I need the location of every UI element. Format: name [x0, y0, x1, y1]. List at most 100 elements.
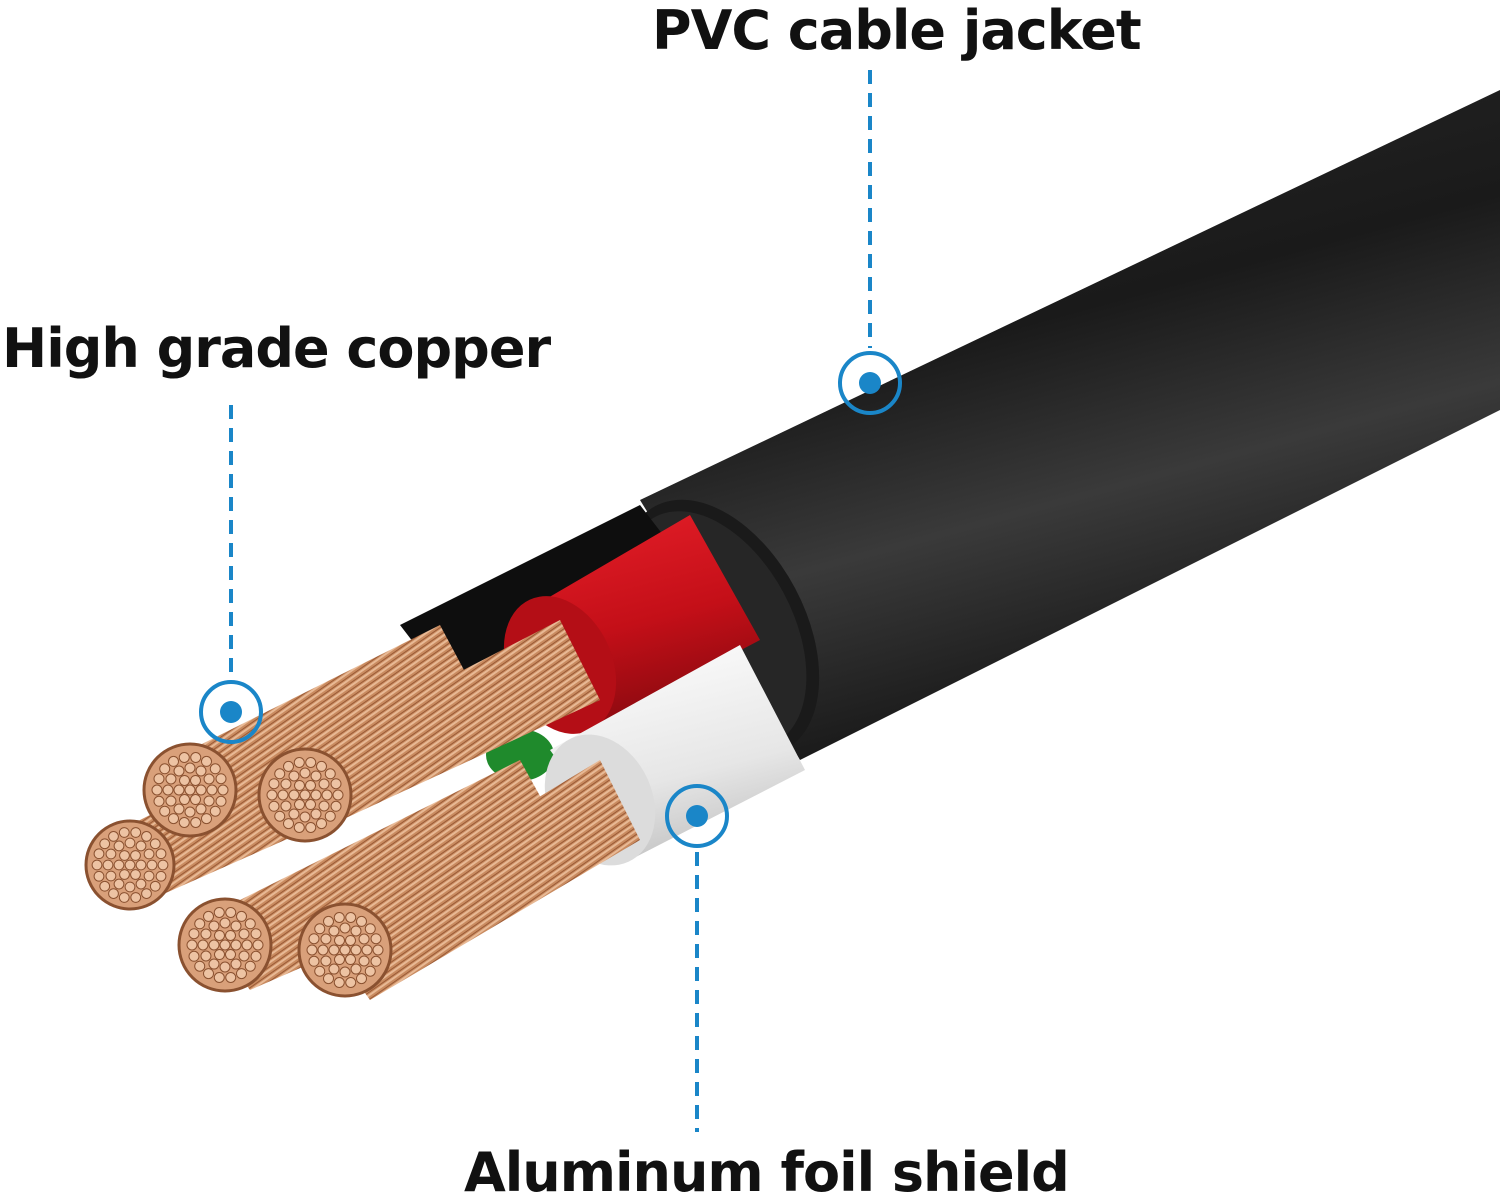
copper-strand	[168, 755, 179, 767]
copper-strand	[320, 933, 332, 945]
copper-strand	[250, 928, 262, 940]
copper-strand	[308, 933, 320, 945]
copper-strand	[190, 794, 201, 806]
copper-strand	[219, 939, 231, 951]
copper-strand	[252, 939, 264, 951]
copper-strand	[118, 892, 130, 903]
copper-strand	[339, 922, 351, 934]
copper-strand	[358, 955, 370, 967]
copper-strand	[179, 794, 190, 806]
copper-strand	[209, 805, 221, 817]
label-high-grade-copper: High grade copper	[2, 317, 551, 380]
copper-strand	[209, 763, 221, 775]
copper-strand	[277, 789, 289, 801]
copper-strand	[350, 925, 362, 937]
copper-strand	[135, 859, 147, 871]
copper-strand	[236, 910, 247, 922]
copper-strand	[159, 805, 171, 817]
copper-strand	[153, 773, 165, 785]
copper-strand	[190, 752, 202, 764]
copper-strand	[230, 939, 242, 951]
copper-strand	[195, 784, 207, 796]
copper-strand	[230, 958, 242, 970]
copper-strand	[165, 795, 177, 807]
copper-strand	[308, 955, 320, 967]
copper-strand	[102, 859, 114, 871]
copper-strand	[317, 944, 329, 956]
copper-strand	[293, 757, 305, 769]
copper-strand	[186, 939, 198, 951]
copper-strand	[151, 784, 163, 796]
copper-strand	[149, 838, 161, 850]
copper-strand	[214, 929, 225, 941]
copper-strand	[194, 918, 206, 930]
copper-strand	[203, 795, 215, 807]
copper-strand	[203, 968, 214, 980]
copper-strand	[130, 850, 141, 861]
copper-strand	[213, 971, 225, 983]
copper-strand	[215, 773, 227, 785]
copper-strand	[141, 831, 152, 842]
copper-strand	[173, 803, 185, 815]
copper-strand	[225, 971, 237, 983]
copper-strand	[225, 929, 236, 941]
copper-strand	[124, 881, 136, 893]
copper-marker-dot	[220, 701, 242, 723]
copper-strand	[283, 760, 294, 772]
copper-strand	[113, 840, 125, 852]
copper-strand	[330, 778, 342, 790]
copper-strand	[124, 837, 136, 849]
copper-strand	[206, 784, 218, 796]
copper-strand	[173, 765, 185, 777]
copper-strand	[93, 870, 105, 882]
copper-strand	[294, 799, 305, 811]
copper-strand	[197, 939, 209, 951]
copper-strand	[274, 810, 286, 822]
copper-strand	[330, 800, 342, 812]
copper-strand	[215, 795, 227, 807]
copper-strand	[314, 965, 326, 977]
copper-strand	[328, 944, 340, 956]
copper-strand	[306, 944, 318, 956]
copper-strand	[208, 939, 220, 951]
copper-strand	[324, 768, 336, 780]
copper-strand	[356, 915, 367, 927]
copper-strand	[200, 950, 212, 962]
copper-strand	[328, 925, 340, 937]
shield-marker-dot	[686, 805, 708, 827]
copper-strand	[91, 859, 103, 871]
copper-strand	[179, 774, 190, 786]
copper-strand	[334, 934, 345, 946]
copper-strand	[113, 878, 125, 890]
copper-strand	[230, 920, 242, 932]
copper-strand	[318, 778, 330, 790]
copper-strand	[108, 831, 119, 842]
copper-strand	[118, 827, 130, 838]
copper-strand	[236, 968, 247, 980]
copper-strand	[143, 848, 155, 860]
copper-strand	[345, 912, 357, 924]
copper-strand	[225, 949, 236, 961]
copper-strand	[370, 933, 382, 945]
copper-strand	[225, 907, 237, 919]
copper-strand	[318, 800, 330, 812]
copper-strand	[333, 976, 345, 988]
copper-strand	[217, 784, 229, 796]
jacket-marker-dot	[859, 372, 881, 394]
copper-strand	[105, 848, 117, 860]
copper-strand	[350, 963, 362, 975]
jacket-body	[640, 90, 1500, 760]
copper-strand	[135, 840, 147, 852]
copper-strand	[214, 949, 225, 961]
copper-strand	[143, 870, 155, 882]
copper-strand	[364, 965, 376, 977]
copper-strand	[141, 888, 152, 899]
label-pvc-cable-jacket: PVC cable jacket	[652, 0, 1142, 62]
copper-strand	[314, 923, 326, 935]
copper-strand	[178, 752, 190, 764]
copper-strand	[155, 870, 167, 882]
copper-strand	[294, 779, 305, 791]
copper-strand	[299, 789, 311, 801]
copper-strand	[130, 892, 142, 903]
